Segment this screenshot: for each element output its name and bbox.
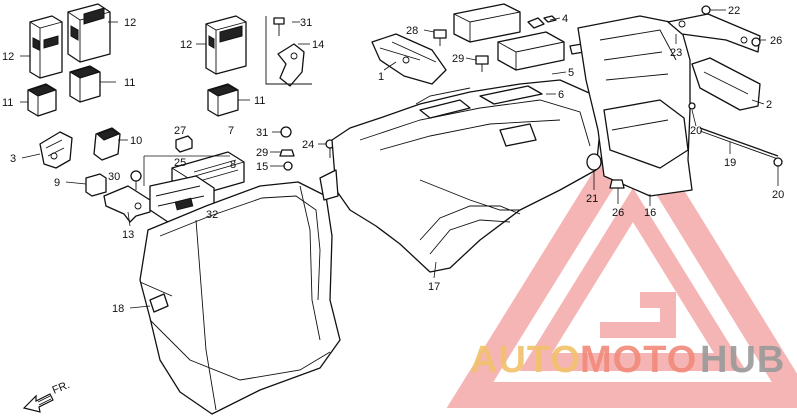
bolt-29-top [701, 5, 711, 15]
bolt-29-right [751, 37, 761, 47]
callout-11-mid: 11 [124, 77, 135, 89]
callout-24: 25 [174, 157, 186, 169]
callout-12-right: 12 [180, 39, 192, 51]
direction-label: FR. [51, 379, 72, 397]
inner-fender-18 [139, 181, 341, 415]
bracket-3 [39, 131, 73, 169]
rear-fender-17 [319, 79, 601, 273]
relay-11-right [207, 83, 239, 117]
callout-labels: 12 12 12 11 11 11 3 10 9 13 30 27 7 25 8… [2, 5, 784, 315]
control-unit-4 [453, 3, 521, 43]
callout-31-top: 31 [300, 17, 312, 29]
callout-32: 32 [206, 209, 218, 221]
callout-1: 1 [378, 71, 384, 83]
clip-9 [85, 173, 107, 197]
callout-17: 17 [428, 281, 440, 293]
control-unit-5 [497, 31, 585, 71]
bolt-30 [130, 170, 142, 190]
callout-4: 4 [562, 13, 568, 25]
callout-10: 10 [130, 135, 142, 147]
callout-22: 23 [670, 47, 682, 59]
callout-13: 13 [122, 229, 134, 241]
watermark-auto: AUTO [470, 339, 581, 381]
watermark-hub: HUB [700, 339, 785, 381]
callout-5: 5 [568, 67, 574, 79]
bolt-31-mid [280, 126, 292, 138]
watermark-g-hook [600, 292, 676, 338]
tail-panel-16 [577, 15, 693, 197]
clip-4 [527, 15, 557, 29]
callout-25: 26 [612, 207, 624, 219]
bracket-2 [691, 57, 761, 111]
bracket-1 [371, 33, 447, 85]
callout-31-mid: 31 [256, 127, 268, 139]
front-direction-arrow: FR. [22, 379, 72, 413]
callout-27: 27 [174, 125, 186, 137]
bolt-20-right [773, 157, 783, 167]
callout-29-top: 22 [728, 5, 740, 17]
watermark-logo [446, 107, 797, 408]
nut-15 [283, 161, 293, 171]
relay-12-right [205, 15, 247, 75]
bolt-20-mid [688, 102, 696, 110]
rod-19 [699, 127, 779, 160]
cover-10 [93, 127, 121, 161]
bracket-14 [265, 16, 312, 87]
bolt-26-mid [475, 55, 489, 72]
relay-12-mid [67, 3, 111, 63]
watermark-triangle-inner [519, 187, 747, 371]
callout-7: 7 [228, 125, 234, 137]
callout-30: 30 [108, 171, 120, 183]
watermark-triangle-outer [446, 107, 797, 408]
callout-11-left: 11 [2, 97, 13, 109]
callout-26-mid: 29 [452, 53, 464, 65]
callout-28: 29 [256, 147, 268, 159]
callout-16: 16 [644, 207, 656, 219]
callout-19: 19 [724, 157, 736, 169]
callout-20-right: 20 [772, 189, 784, 201]
callout-18: 18 [112, 303, 124, 315]
callout-15: 15 [256, 161, 268, 173]
callout-12-left: 12 [2, 51, 14, 63]
watermark-text: AUTO MOTO HUB [470, 339, 785, 381]
callout-26-top: 28 [406, 25, 418, 37]
callout-29-right: 26 [770, 35, 782, 47]
callout-21: 21 [586, 193, 598, 205]
callout-20-mid: 20 [690, 125, 702, 137]
leader-lines [20, 9, 779, 309]
relay-11-left [27, 83, 57, 117]
nut-28 [279, 149, 295, 157]
nut-25 [609, 179, 625, 189]
grommet-21 [586, 153, 602, 171]
bolt-26-top [433, 29, 447, 46]
watermark-moto: MOTO [580, 339, 697, 381]
callout-3: 3 [10, 153, 16, 165]
callout-9: 9 [54, 177, 60, 189]
clip-24 [175, 135, 193, 153]
callout-11-right: 11 [254, 95, 265, 107]
callout-23: 24 [302, 139, 314, 151]
callout-8: 8 [230, 159, 236, 171]
bolt-31-top [273, 17, 285, 36]
relay-12-left [29, 15, 63, 79]
callout-2: 2 [766, 99, 772, 111]
callout-12-mid: 12 [124, 17, 136, 29]
relay-11-mid [69, 65, 101, 103]
bracket-13 [103, 185, 151, 223]
callout-14: 14 [312, 39, 324, 51]
callout-6: 6 [558, 89, 564, 101]
